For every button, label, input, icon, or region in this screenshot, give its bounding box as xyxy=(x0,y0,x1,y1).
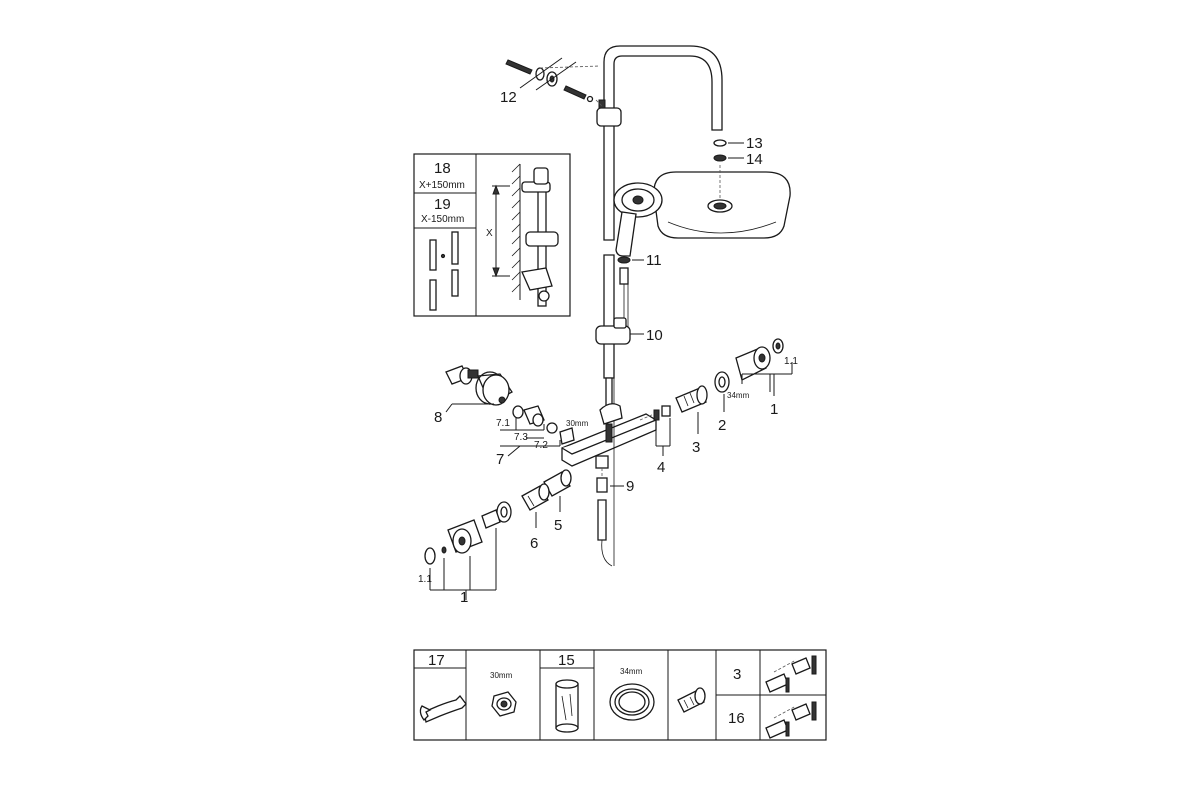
callout-2: 2 xyxy=(718,417,726,434)
riser-pipe-upper xyxy=(603,109,615,241)
inset-item-18-length: X+150mm xyxy=(419,180,465,191)
part-1-escutcheon-right: 34mm 1.1 1 xyxy=(727,338,798,418)
outlet-fitting: 9 xyxy=(596,420,634,567)
callout-10: 10 xyxy=(646,327,663,344)
check-valve-kit-icon-bottom xyxy=(765,701,817,739)
wall-hatching xyxy=(511,163,521,293)
callout-5: 5 xyxy=(554,517,562,534)
table-item-17: 17 xyxy=(428,652,445,669)
table-nut-size: 30mm xyxy=(490,671,513,680)
overhead-shower-head xyxy=(653,165,791,239)
arm-washers: 13 14 xyxy=(713,135,763,168)
callout-7-1: 7.1 xyxy=(496,418,510,429)
part-8-knob-assembly: 8 xyxy=(434,365,513,426)
callout-13: 13 xyxy=(746,135,763,152)
spares-table: 17 30mm 15 34mm xyxy=(413,649,827,741)
part-4-filter: 4 xyxy=(639,405,671,476)
thermostat-body xyxy=(561,403,657,469)
wrench-icon xyxy=(419,695,467,723)
callout-1-left: 1 xyxy=(460,589,468,606)
callout-1-1-left: 1.1 xyxy=(418,574,432,585)
dimension-34mm: 34mm xyxy=(727,391,750,400)
callout-7: 7 xyxy=(496,451,504,468)
table-item-16: 16 xyxy=(728,710,745,727)
callout-1-right: 1 xyxy=(770,401,778,418)
riser-pipe-lower xyxy=(603,254,615,379)
part-1-escutcheon-left: 1.1 1 xyxy=(418,501,512,606)
inset-dimension-x: X xyxy=(486,228,493,239)
part-3-check-valve: 3 xyxy=(675,385,708,456)
callout-7-3: 7.3 xyxy=(514,432,528,443)
table-item-3: 3 xyxy=(733,666,741,683)
callout-4: 4 xyxy=(657,459,665,476)
hand-shower-slider: 10 xyxy=(595,317,663,345)
part-7-cartridge-set: 30mm 7.1 7.3 7.2 7 xyxy=(496,405,589,468)
hose-assembly: 11 xyxy=(617,252,662,340)
callout-11: 11 xyxy=(646,252,662,269)
part-2-ring: 2 xyxy=(714,371,730,434)
dimension-30mm: 30mm xyxy=(566,419,589,428)
callout-14: 14 xyxy=(746,151,763,168)
valve-insert-icon xyxy=(677,687,706,713)
inset-item-19-length: X-150mm xyxy=(421,214,464,225)
table-item-15: 15 xyxy=(558,652,575,669)
hex-nut-icon xyxy=(491,691,517,717)
callout-6: 6 xyxy=(530,535,538,552)
callout-8: 8 xyxy=(434,409,442,426)
inset-item-19: 19 xyxy=(434,196,451,213)
inset-item-18: 18 xyxy=(434,160,451,177)
callout-3: 3 xyxy=(692,439,700,456)
check-valve-kit-icon-top xyxy=(765,655,817,693)
part-5-adapter: 5 xyxy=(543,469,572,534)
shower-arm xyxy=(603,45,723,131)
top-wall-bracket xyxy=(596,107,622,127)
top-bracket-fixing-set: 12 xyxy=(500,57,603,107)
callout-7-2: 7.2 xyxy=(534,440,548,451)
adapter-ring-icon xyxy=(609,683,655,721)
callout-12: 12 xyxy=(500,89,517,106)
callout-9: 9 xyxy=(626,478,634,495)
assembly-sleeve-icon xyxy=(555,679,579,733)
part-6-check-valve: 6 xyxy=(521,483,550,552)
hand-shower xyxy=(613,182,663,257)
table-ring-size: 34mm xyxy=(620,667,643,676)
extension-inset: 18 X+150mm 19 X-150mm xyxy=(413,153,571,317)
callout-1-1-right: 1.1 xyxy=(784,356,798,367)
